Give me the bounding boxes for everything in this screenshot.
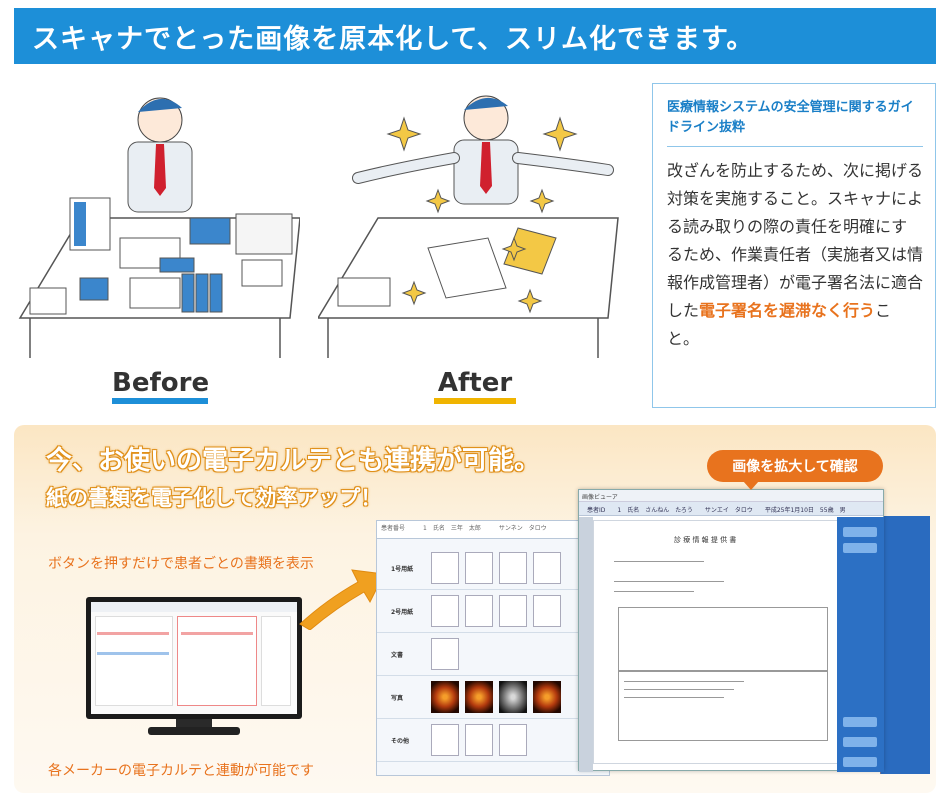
background-window	[880, 516, 930, 774]
row-label: その他	[391, 737, 410, 745]
document-list-window: 患者番号 1 氏名 三年 太郎 サンネン タロウ 1号用紙 2号用紙 文書 写真…	[376, 520, 610, 776]
banner-title: スキャナでとった画像を原本化して、スリム化できます。	[32, 23, 755, 55]
document-row[interactable]: 1号用紙	[377, 547, 609, 590]
sidebar-button[interactable]	[843, 757, 877, 767]
document-row[interactable]: 写真	[377, 676, 609, 719]
document-row[interactable]: 2号用紙	[377, 590, 609, 633]
monitor-screen	[86, 597, 302, 719]
row-label: 写真	[391, 694, 404, 702]
guideline-box: 医療情報システムの安全管理に関するガイドライン抜粋 改ざんを防止するため、次に掲…	[652, 83, 936, 408]
guideline-text-1: 改ざんを防止するため、次に掲げる対策を実施すること。スキャナによる読み取りの際の…	[667, 161, 924, 320]
image-viewer-window: 画像ビューア 患者ID 1 氏名 さんねん たろう サンエイ タロウ 平成25年…	[578, 489, 884, 772]
monitor-image	[86, 597, 302, 735]
viewer-sidebar	[837, 517, 884, 772]
guideline-emphasis: 電子署名を遅滞なく行う	[699, 301, 876, 320]
document-row[interactable]: 文書	[377, 633, 609, 676]
sidebar-button[interactable]	[843, 717, 877, 727]
after-label: After	[434, 368, 516, 404]
guideline-text-2: こと。	[667, 301, 892, 348]
zoom-callout: 画像を拡大して確認	[707, 450, 883, 490]
before-illustration	[10, 78, 301, 358]
page-banner: スキャナでとった画像を原本化して、スリム化できます。	[14, 8, 936, 64]
row-label: 1号用紙	[391, 565, 414, 573]
guideline-title: 医療情報システムの安全管理に関するガイドライン抜粋	[667, 98, 923, 147]
feature-headline-1: 今、お使いの電子カルテとも連携が可能。	[46, 446, 541, 476]
after-illustration	[316, 78, 628, 358]
viewer-patient-bar: 患者ID 1 氏名 さんねん たろう サンエイ タロウ 平成25年1月10日 5…	[579, 502, 883, 516]
document-list-header: 患者番号 1 氏名 三年 太郎 サンネン タロウ	[377, 521, 609, 539]
feature-caption-top: ボタンを押すだけで患者ごとの書類を表示	[48, 556, 314, 572]
guideline-body: 改ざんを防止するため、次に掲げる対策を実施すること。スキャナによる読み取りの際の…	[667, 157, 923, 353]
viewer-document: 診 療 情 報 提 供 書	[593, 520, 847, 764]
document-row[interactable]: その他	[377, 719, 609, 762]
sidebar-button[interactable]	[843, 527, 877, 537]
sidebar-button[interactable]	[843, 737, 877, 747]
document-title: 診 療 情 報 提 供 書	[674, 536, 737, 544]
feature-headline-2: 紙の書類を電子化して効率アップ！	[46, 486, 382, 510]
row-label: 2号用紙	[391, 608, 414, 616]
sidebar-button[interactable]	[843, 543, 877, 553]
viewer-title: 画像ビューア	[579, 490, 883, 502]
arrow-icon	[296, 560, 386, 631]
before-label: Before	[112, 368, 209, 404]
feature-caption-bottom: 各メーカーの電子カルテと連動が可能です	[48, 763, 314, 779]
row-label: 文書	[391, 651, 404, 659]
